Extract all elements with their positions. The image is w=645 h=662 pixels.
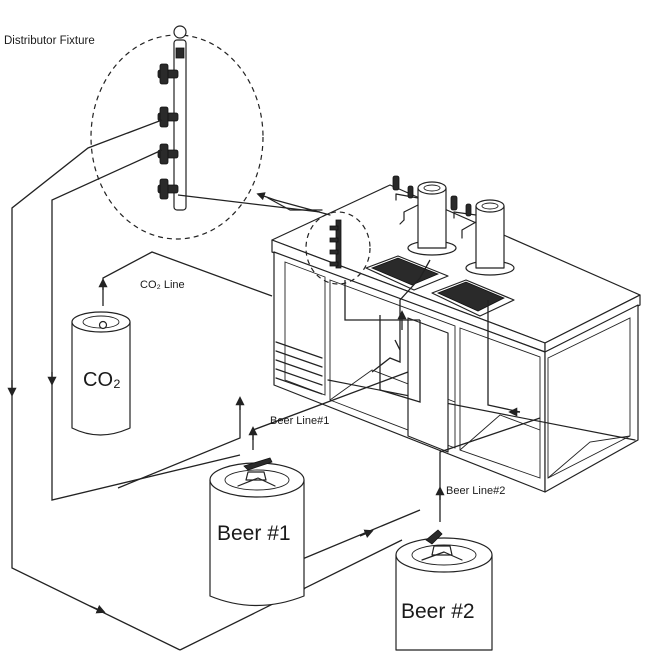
distributor-label: Distributor Fixture — [4, 35, 95, 47]
condenser-vents — [275, 341, 323, 395]
distributor-callout — [90, 25, 264, 240]
drip-tray-1 — [365, 255, 449, 291]
keg-1-label: Beer #1 — [217, 522, 291, 545]
tap-tower-1 — [392, 175, 457, 256]
beer-line-2-label: Beer Line#2 — [446, 485, 505, 497]
keg-2-label: Beer #2 — [401, 600, 475, 623]
beer-keg-1 — [209, 457, 305, 607]
beer-keg-2 — [395, 529, 493, 651]
co2-tank-label: CO₂ — [83, 369, 121, 391]
co2-tank — [71, 311, 131, 436]
distributor-valves — [157, 63, 179, 200]
beer-line-1-label: Beer Line#1 — [270, 415, 329, 427]
tap-tower-2 — [450, 195, 515, 276]
co2-line-label: CO₂ Line — [140, 279, 185, 291]
distributor-small — [305, 211, 371, 285]
